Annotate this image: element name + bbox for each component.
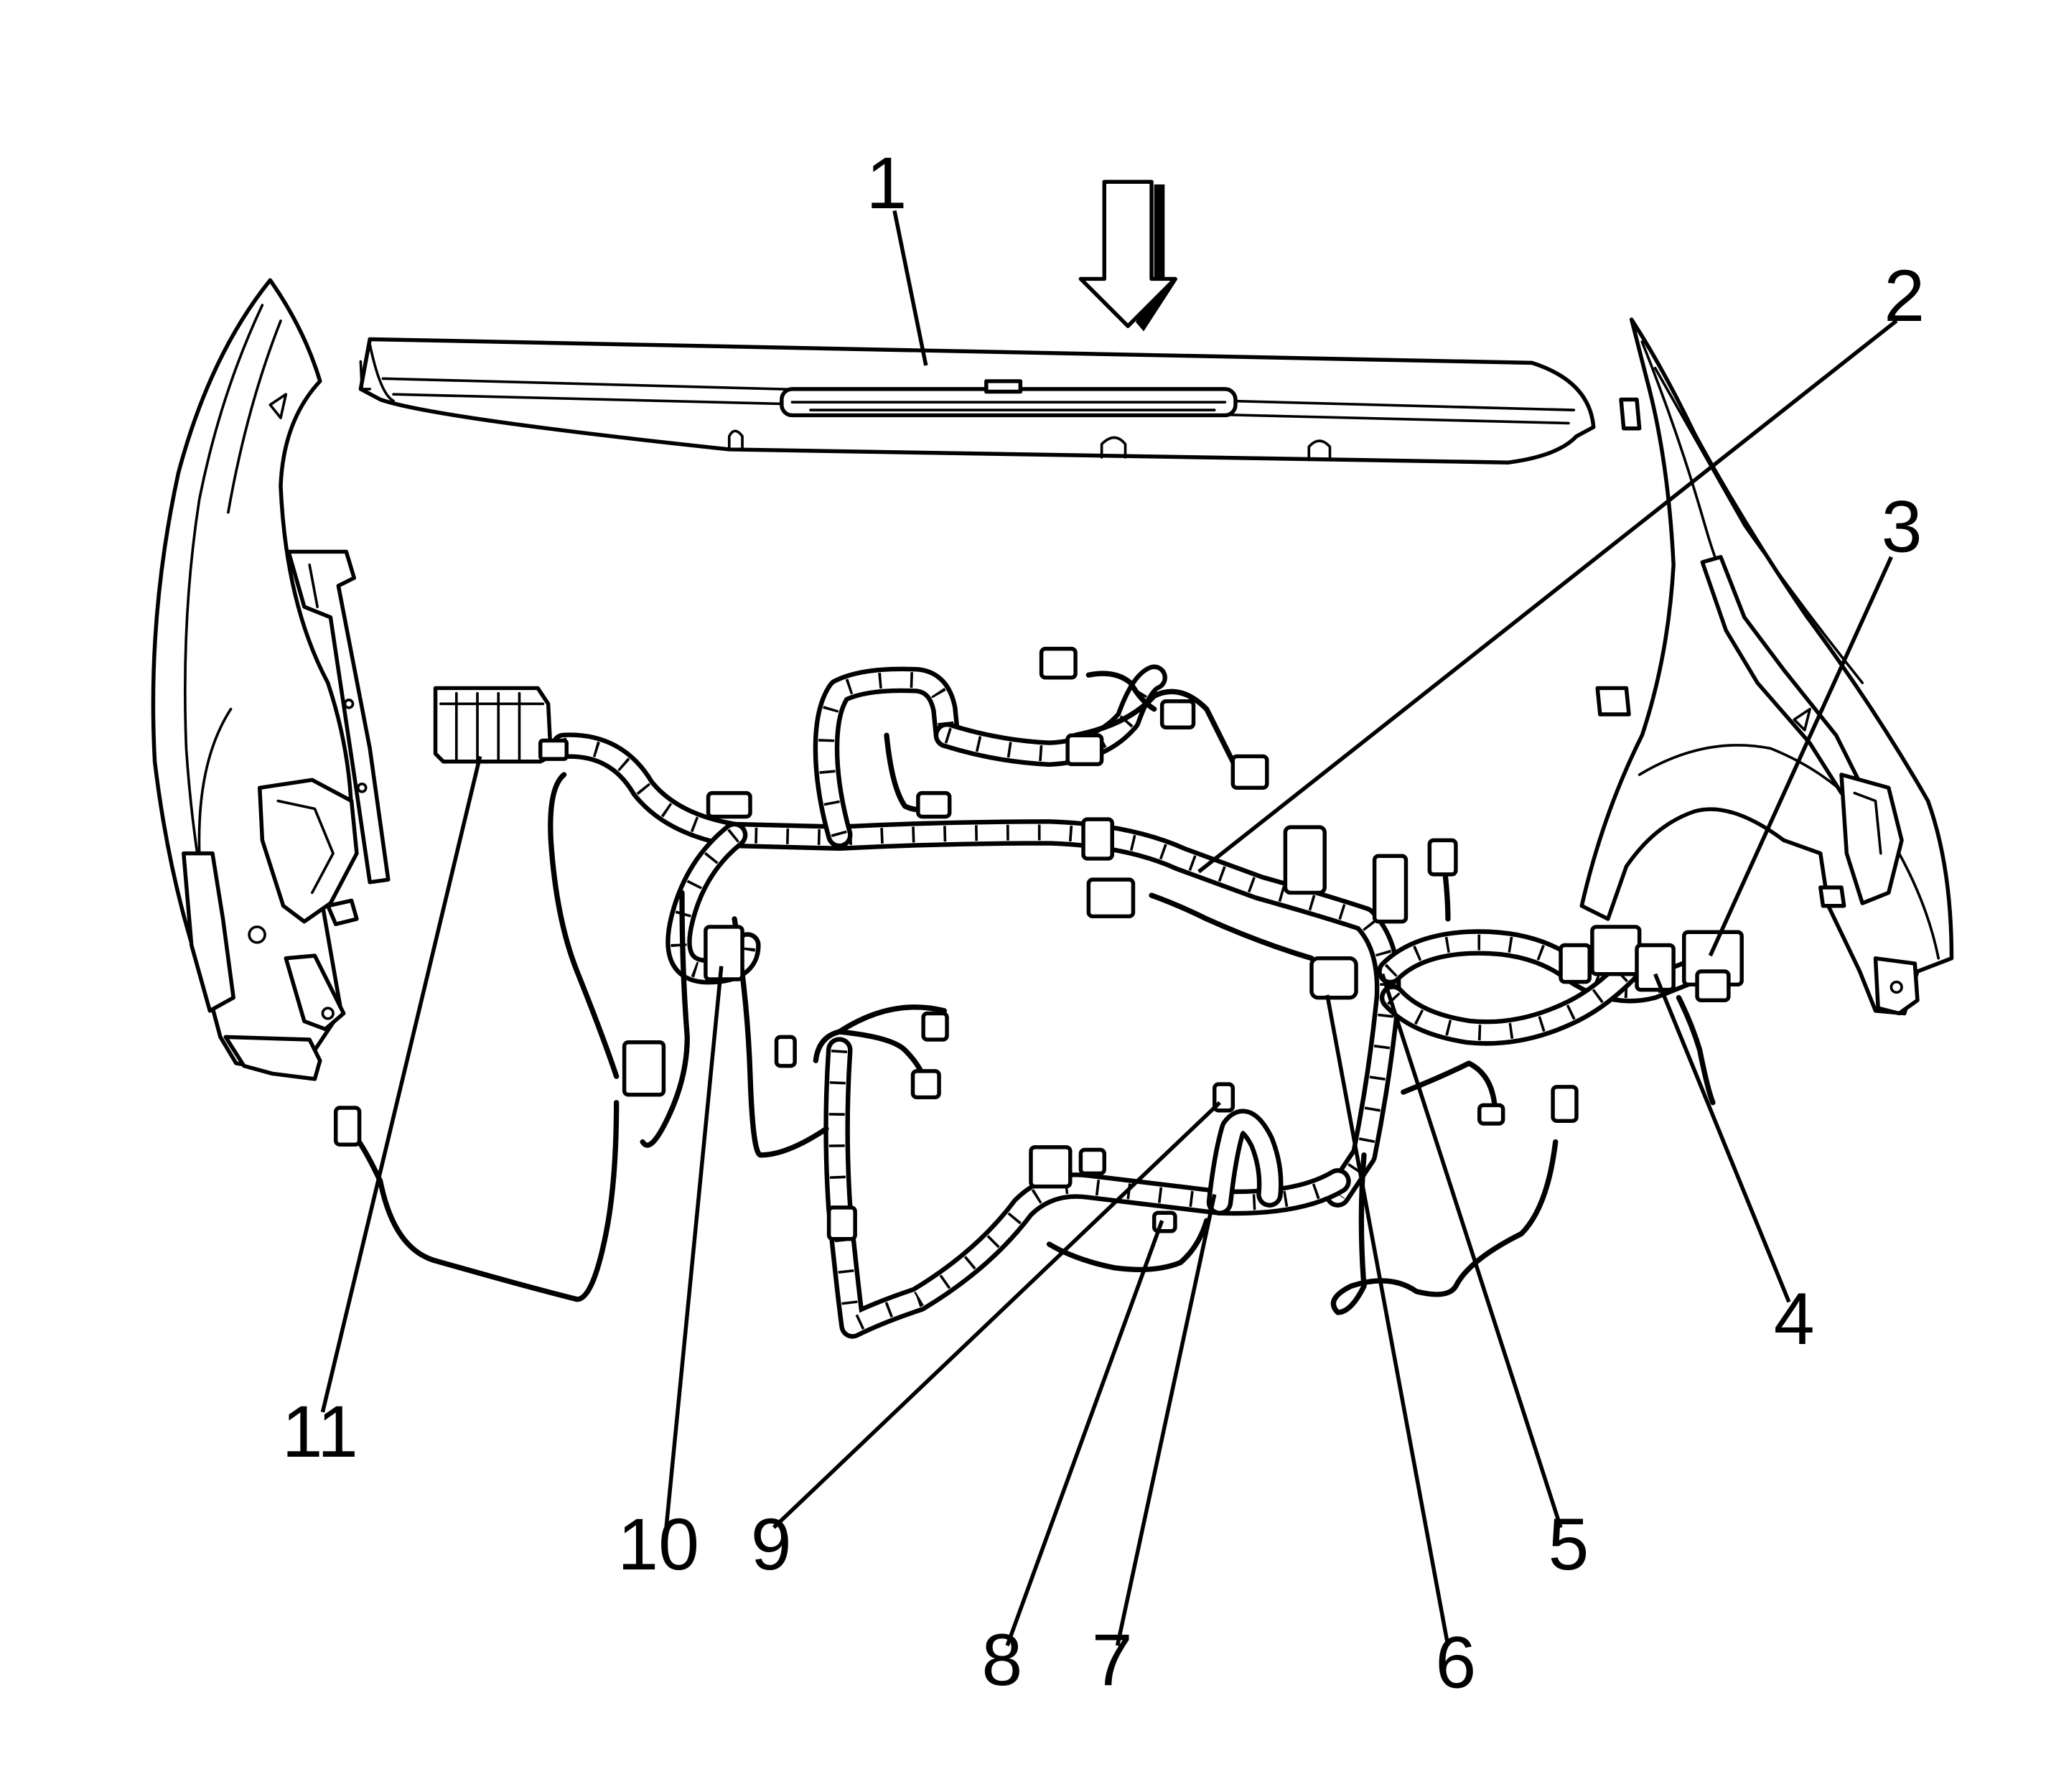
callout-3: 3 xyxy=(1882,485,1923,567)
callout-1: 1 xyxy=(866,141,907,224)
callout-2: 2 xyxy=(1884,254,1925,337)
callout-6: 6 xyxy=(1435,1621,1476,1704)
leader-6 xyxy=(1325,994,1450,1646)
callout-4: 4 xyxy=(1774,1277,1815,1360)
callout-labels: 1 2 3 4 5 6 7 8 9 10 11 xyxy=(282,141,1925,1704)
leader-9 xyxy=(772,1101,1221,1529)
callout-7: 7 xyxy=(1092,1618,1133,1701)
upper-panel xyxy=(358,337,1596,465)
callout-9: 9 xyxy=(751,1503,792,1585)
callout-8: 8 xyxy=(981,1618,1022,1701)
leader-11 xyxy=(320,755,482,1413)
leader-1 xyxy=(892,210,928,366)
callout-10: 10 xyxy=(617,1503,699,1585)
wiring-harness xyxy=(333,646,1744,1339)
leader-2 xyxy=(1197,319,1898,874)
leader-10 xyxy=(664,966,724,1528)
leader-7 xyxy=(1115,1194,1217,1646)
leader-lines xyxy=(320,210,1898,1647)
callout-5: 5 xyxy=(1548,1503,1589,1585)
down-arrow-icon xyxy=(1078,179,1178,332)
leader-4 xyxy=(1653,973,1791,1303)
leader-5 xyxy=(1380,973,1563,1529)
leader-3 xyxy=(1708,556,1893,957)
callout-11: 11 xyxy=(282,1390,358,1473)
relay-block xyxy=(433,686,569,764)
left-fender xyxy=(151,278,391,1081)
leader-8 xyxy=(1005,1220,1164,1647)
